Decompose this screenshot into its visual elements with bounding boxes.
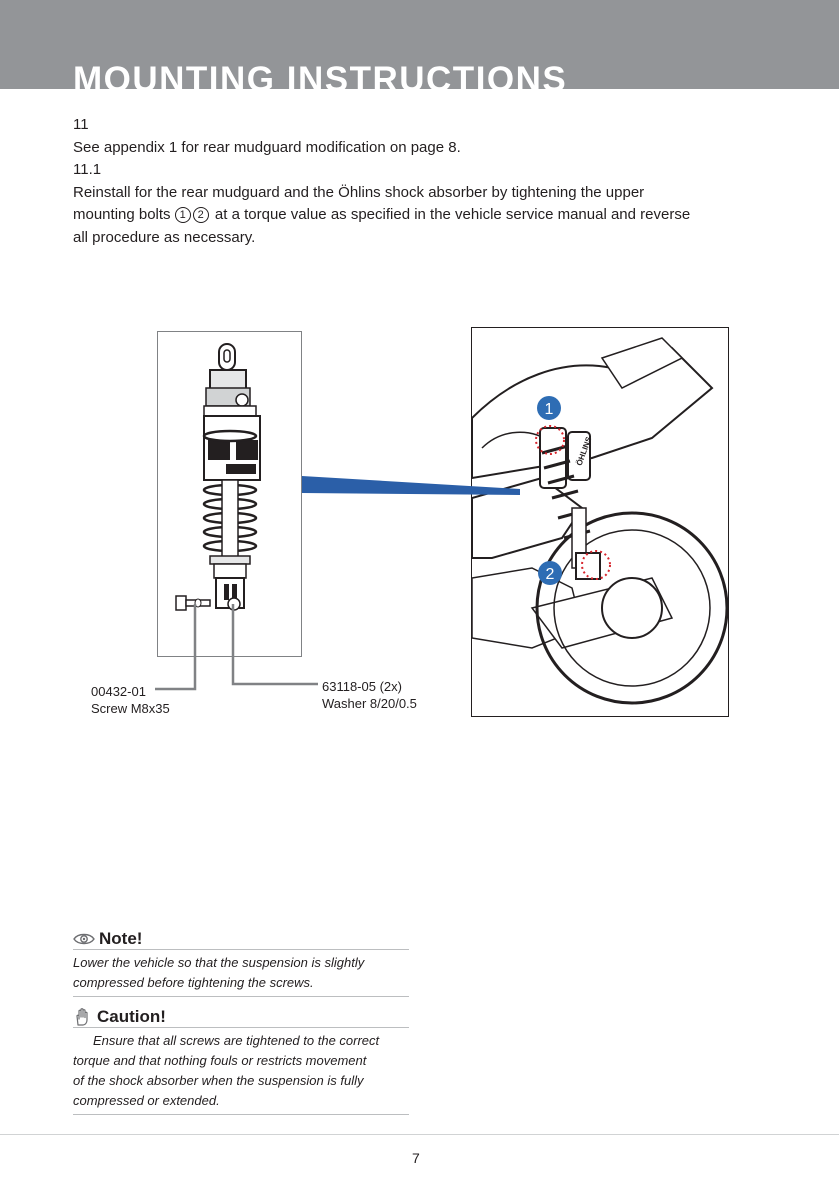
washer-callout: 63118-05 (2x) Washer 8/20/0.5 xyxy=(322,678,417,712)
caution-body: Ensure that all screws are tightened to … xyxy=(73,1028,409,1114)
footer-divider xyxy=(0,1134,839,1135)
note-body: Lower the vehicle so that the suspension… xyxy=(73,950,409,996)
vehicle-rear-illustration: ÖHLINS 1 2 xyxy=(471,327,729,717)
step-number: 11 xyxy=(73,116,89,133)
note-block: Note! Lower the vehicle so that the susp… xyxy=(73,929,409,997)
part-number: 63118-05 (2x) xyxy=(322,679,402,694)
caution-block: Caution! Ensure that all screws are tigh… xyxy=(73,1007,409,1115)
screw-callout: 00432-01 Screw M8x35 xyxy=(91,683,170,717)
vehicle-rear-drawing: ÖHLINS 1 2 xyxy=(472,337,728,705)
instruction-text: 11 See appendix 1 for rear mudguard modi… xyxy=(73,114,773,249)
page-title: MOUNTING INSTRUCTIONS xyxy=(73,60,568,89)
hand-icon xyxy=(76,1008,88,1026)
divider xyxy=(73,949,409,950)
marker-1: 1 xyxy=(545,401,554,418)
step-text: See appendix 1 for rear mudguard modific… xyxy=(73,138,461,156)
part-number: 00432-01 xyxy=(91,684,146,699)
caution-line: Ensure that all screws are tightened to … xyxy=(93,1033,380,1048)
caution-line: torque and that nothing fouls or restric… xyxy=(73,1053,367,1068)
caution-line: compressed or extended. xyxy=(73,1093,220,1108)
caution-title: Caution! xyxy=(97,1007,166,1026)
step-number: 11.1 xyxy=(73,161,102,178)
bolt-marker-2: 2 xyxy=(192,207,209,223)
bolt-marker-1: 1 xyxy=(174,207,191,223)
divider xyxy=(73,996,409,997)
caution-line: of the shock absorber when the suspensio… xyxy=(73,1073,364,1088)
part-description: Washer 8/20/0.5 xyxy=(322,696,417,711)
marker-2: 2 xyxy=(546,566,555,583)
step-text-fragment: at a torque value as specified in the ve… xyxy=(214,206,691,223)
header-band: MOUNTING INSTRUCTIONS xyxy=(0,0,839,89)
step-text: all procedure as necessary. xyxy=(73,228,256,246)
part-description: Screw M8x35 xyxy=(91,701,170,716)
step-text-fragment: mounting bolts xyxy=(73,206,171,223)
divider xyxy=(73,1114,409,1115)
divider xyxy=(73,1027,409,1028)
eye-icon xyxy=(73,933,95,945)
caution-heading: Caution! xyxy=(73,1007,409,1027)
step-text: Reinstall for the rear mudguard and the … xyxy=(73,183,645,201)
shock-absorber-drawing xyxy=(175,343,261,611)
note-line: Lower the vehicle so that the suspension… xyxy=(73,955,365,970)
note-heading: Note! xyxy=(73,929,409,949)
page-number-value: 7 xyxy=(412,1150,420,1166)
note-line: compressed before tightening the screws. xyxy=(73,975,314,990)
shock-absorber-part-illustration xyxy=(157,331,302,657)
note-title: Note! xyxy=(99,929,143,948)
